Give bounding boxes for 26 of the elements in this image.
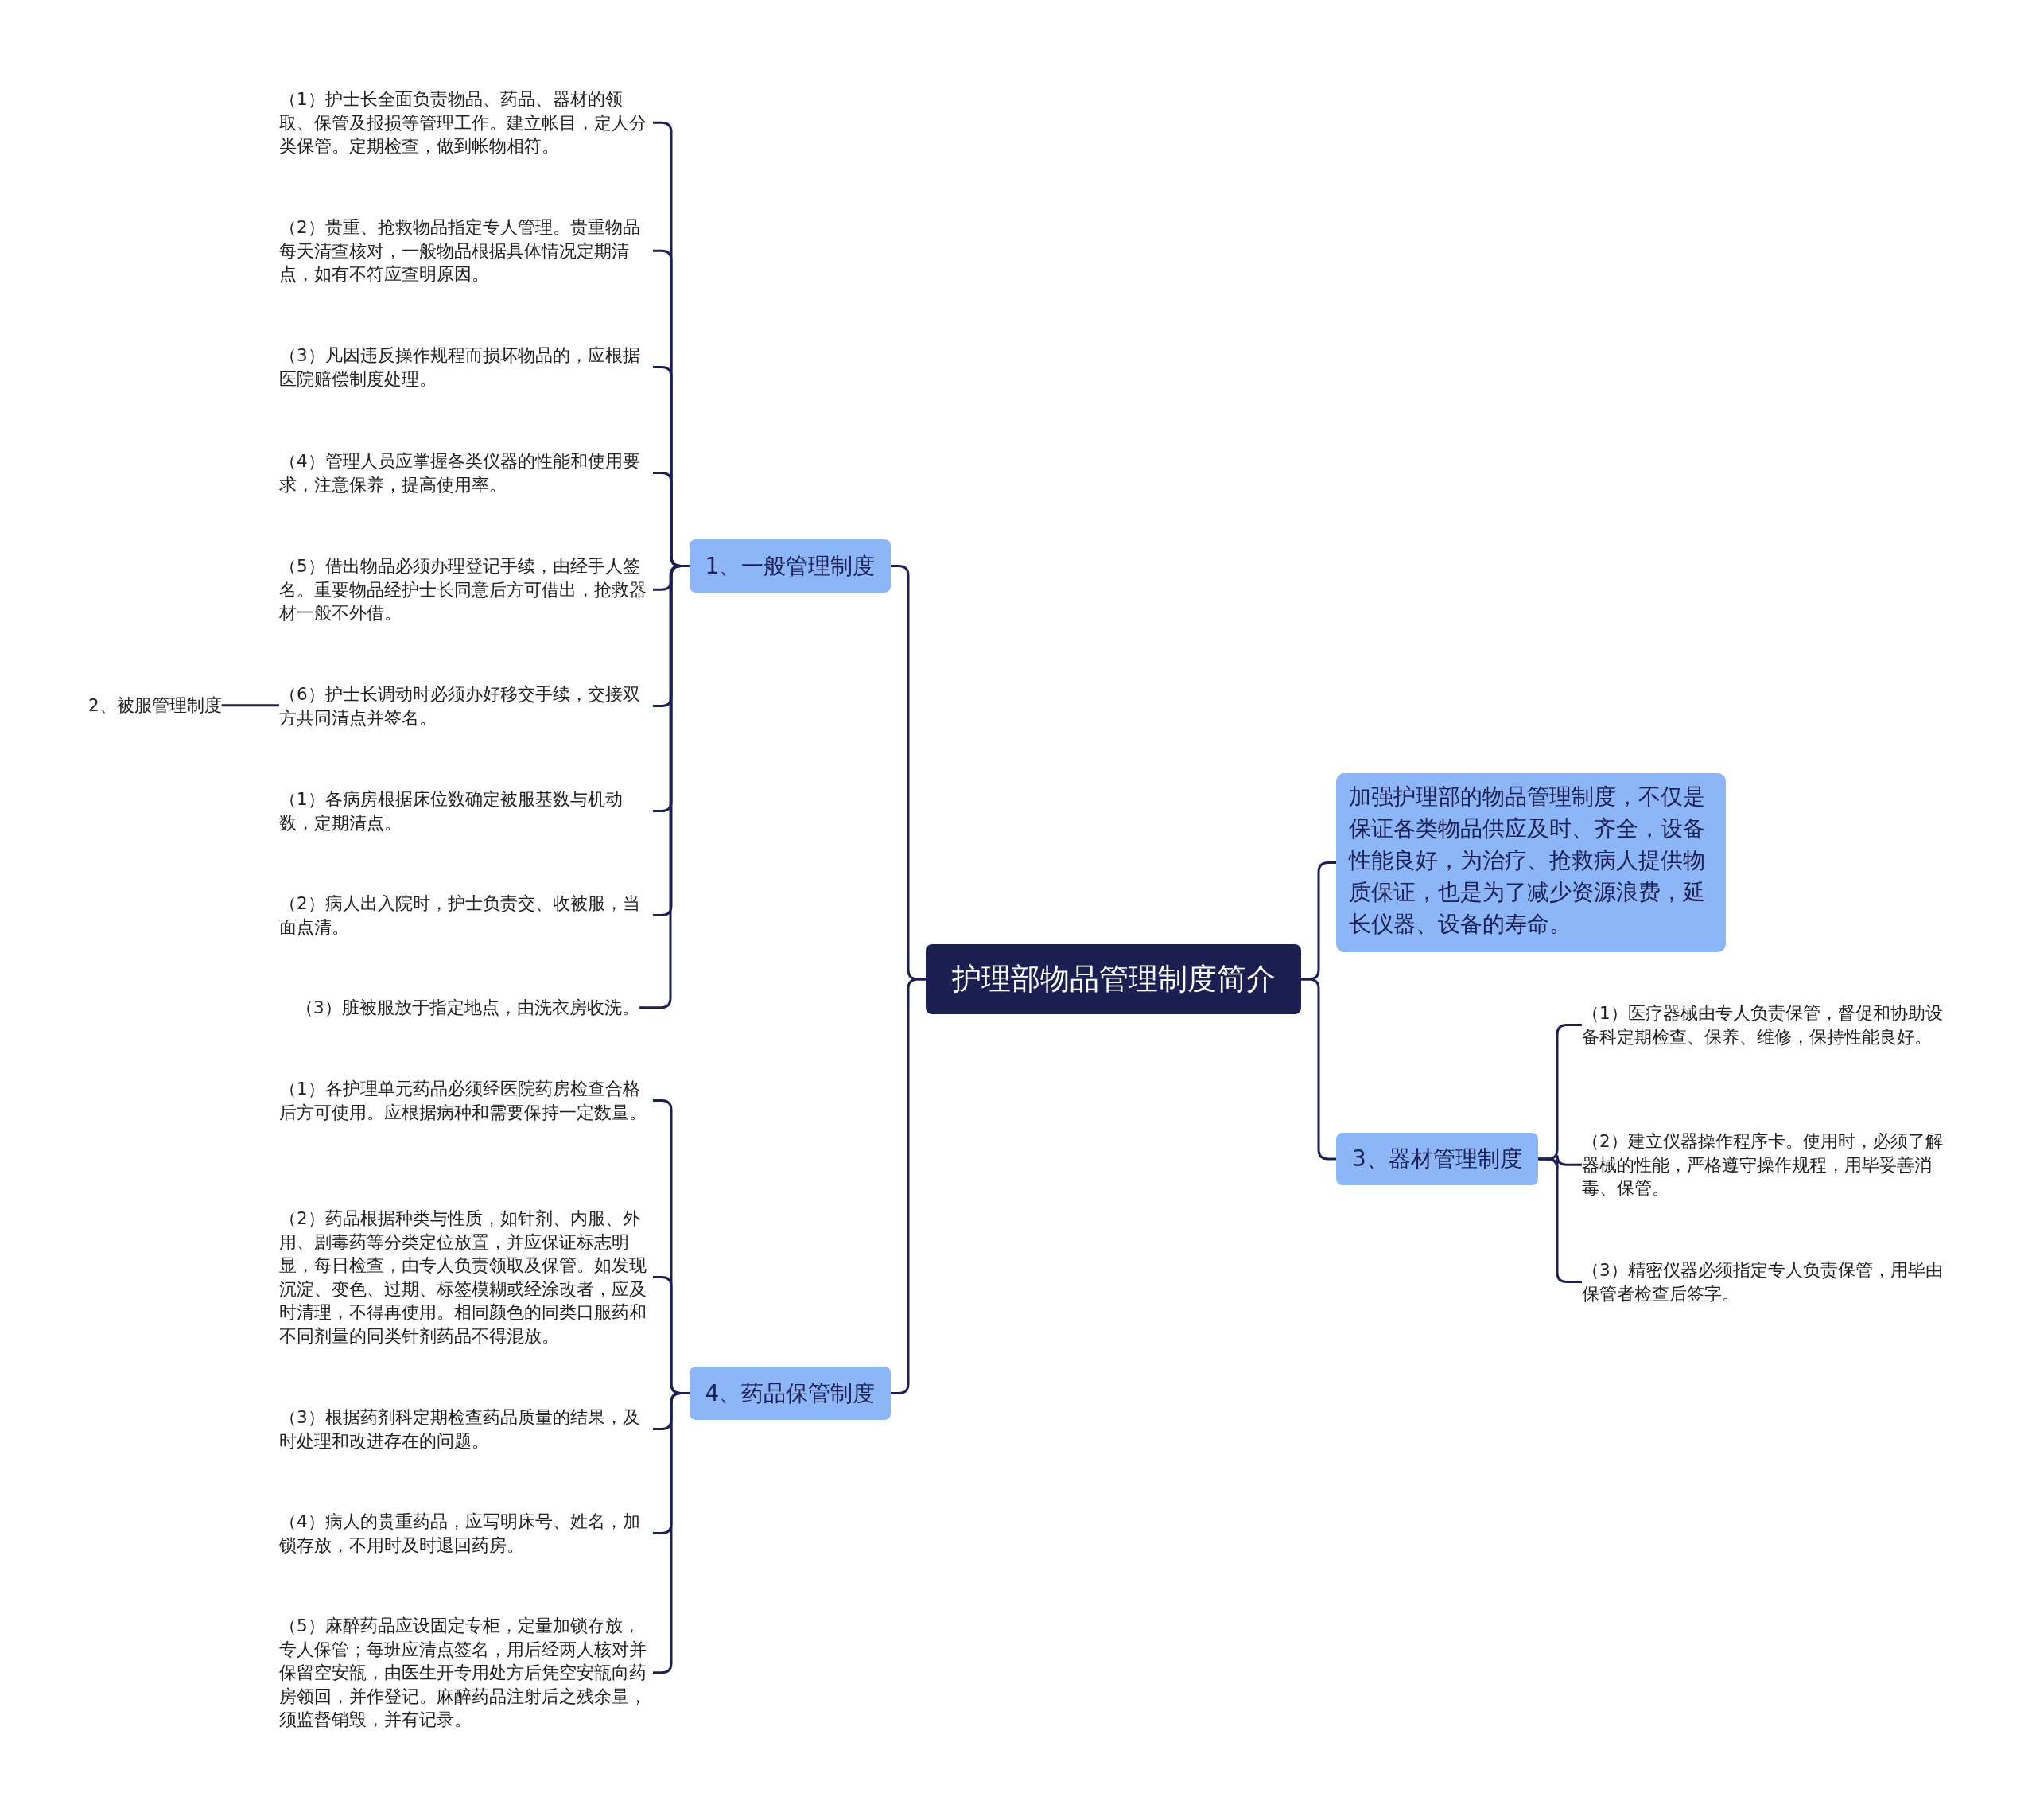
leaf-text: （2）病人出入院时，护士负责交、收被服，当面点清。 bbox=[279, 892, 653, 939]
leaf-text: （5）麻醉药品应设固定专柜，定量加锁存放，专人保管；每班应清点签名，用后经两人核对并保留空安瓿，由医生开专用处方后凭空安瓿向药房领回，并作登记。麻醉药品注射后之残余量，须监督销毁，并有记录。 bbox=[279, 1614, 653, 1732]
leaf-text: （2）药品根据种类与性质，如针剂、内服、外用、剧毒药等分类定位放置，并应保证标志明显，每日检查，由专人负责领取及保管。如发现沉淀、变色、过期、标签模糊或经涂改者，应及时清理，不得再使用。相同颜色的同类口服药和不同剂量的同类针剂药品不得混放。 bbox=[279, 1207, 653, 1348]
leaf-text: （1）医疗器械由专人负责保管，督促和协助设备科定期检查、保养、维修，保持性能良好。 bbox=[1582, 1001, 1956, 1048]
branch-box: 1、一般管理制度 bbox=[690, 539, 891, 593]
connector-line bbox=[1301, 978, 1336, 1161]
leaf-text: （3）根据药剂科定期检查药品质量的结果，及时处理和改进存在的问题。 bbox=[279, 1406, 653, 1452]
leaf-text: （3）凡因违反操作规程而损坏物品的，应根据医院赔偿制度处理。 bbox=[279, 344, 653, 391]
topic-text: 2、被服管理制度 bbox=[88, 694, 222, 718]
leaf-text: （1）各护理单元药品必须经医院药房检查合格后方可使用。应根据病种和需要保持一定数量。 bbox=[279, 1077, 653, 1124]
connector-line bbox=[891, 978, 926, 1394]
summary-box: 加强护理部的物品管理制度，不仅是保证各类物品供应及时、齐全，设备性能良好，为治疗、抢救病人提供物质保证，也是为了减少资源浪费，延长仪器、设备的寿命。 bbox=[1336, 773, 1726, 952]
leaf-text: （2）贵重、抢救物品指定专人管理。贵重物品每天清查核对，一般物品根据具体情况定期清点，如有不符应查明原因。 bbox=[279, 216, 653, 286]
leaf-text: （2）建立仪器操作程序卡。使用时，必须了解器械的性能，严格遵守操作规程，用毕妥善消毒、保管。 bbox=[1582, 1130, 1956, 1200]
branch-box: 3、器材管理制度 bbox=[1336, 1133, 1538, 1185]
leaf-text: （4）管理人员应掌握各类仪器的性能和使用要求，注意保养，提高使用率。 bbox=[279, 449, 653, 496]
root-box: 护理部物品管理制度简介 bbox=[926, 944, 1301, 1014]
leaf-text: （1）各病房根据床位数确定被服基数与机动数，定期清点。 bbox=[279, 788, 653, 834]
leaf-text: （3）精密仪器必须指定专人负责保管，用毕由保管者检查后签字。 bbox=[1582, 1258, 1956, 1305]
leaf-text: （6）护士长调动时必须办好移交手续，交接双方共同清点并签名。 bbox=[279, 682, 653, 729]
leaf-text: （3）脏被服放于指定地点，由洗衣房收洗。 bbox=[296, 996, 639, 1020]
leaf-text: （5）借出物品必须办理登记手续，由经手人签名。重要物品经护士长同意后方可借出，抢救器材一般不外借。 bbox=[279, 554, 653, 625]
leaf-text: （1）护士长全面负责物品、药品、器材的领取、保管及报损等管理工作。建立帐目，定人分类保管。定期检查，做到帐物相符。 bbox=[279, 88, 653, 158]
connector-line bbox=[221, 704, 279, 707]
branch-box: 4、药品保管制度 bbox=[690, 1367, 891, 1420]
leaf-text: （4）病人的贵重药品，应写明床号、姓名，加锁存放，不用时及时退回药房。 bbox=[279, 1510, 653, 1557]
